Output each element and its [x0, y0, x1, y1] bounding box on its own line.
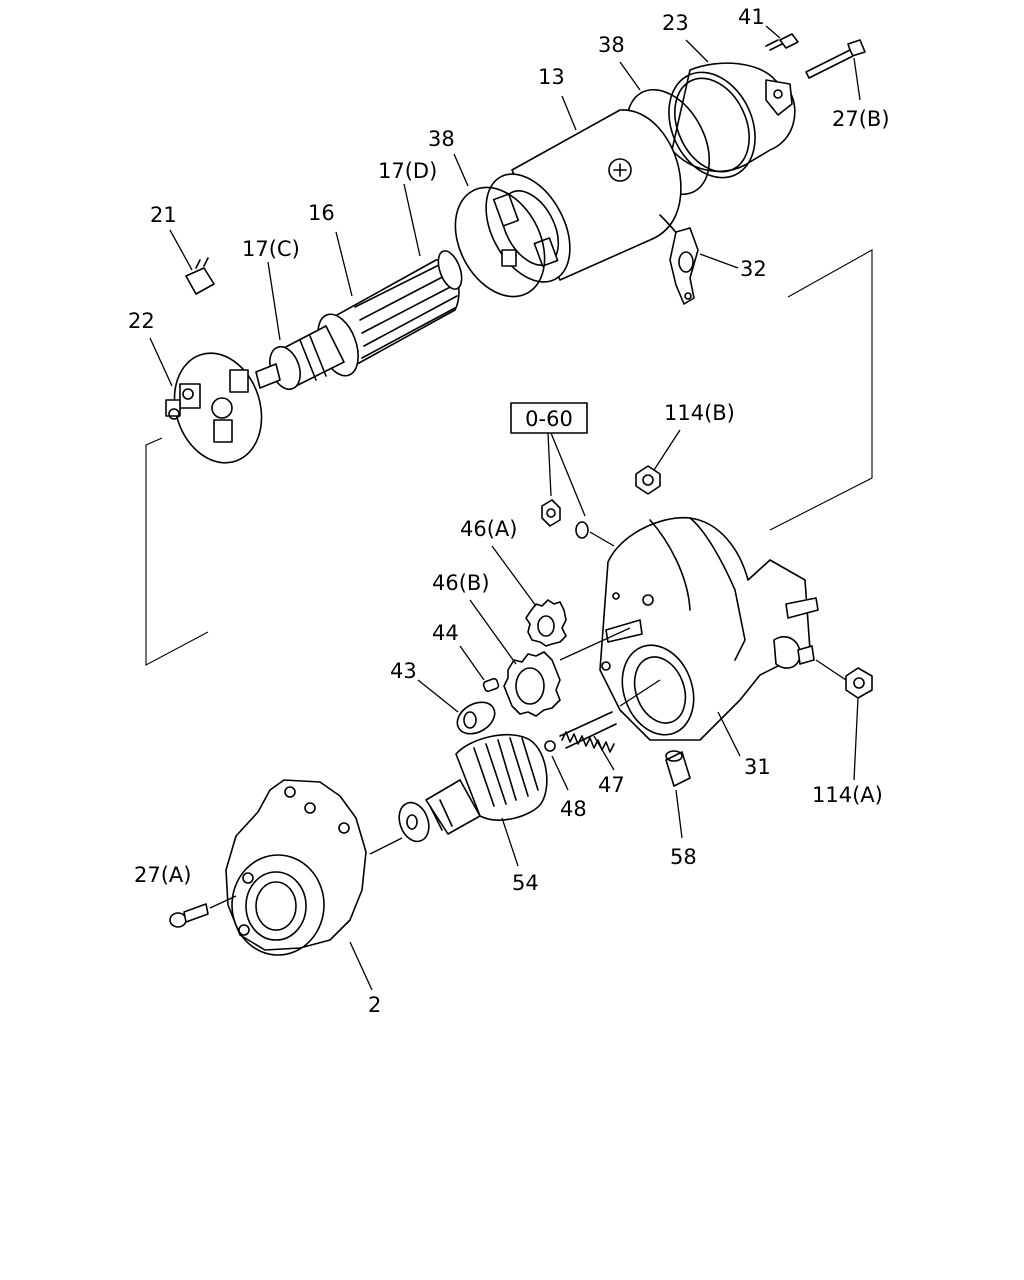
- nut-part-114a: [815, 659, 873, 699]
- label-part-27b: 27(B): [832, 107, 890, 131]
- armature-part-16: [255, 250, 463, 391]
- through-bolt-part-27b: [805, 39, 866, 79]
- dowel-part-58: [665, 750, 691, 787]
- connector-bracket-right: [769, 249, 873, 531]
- lead-terminal-part-32: [669, 227, 699, 305]
- label-part-48: 48: [560, 797, 587, 821]
- reference-box: 0-60: [510, 402, 588, 517]
- label-part-22: 22: [128, 309, 155, 333]
- label-part-46b: 46(B): [432, 571, 490, 595]
- bolt-part-41: [765, 33, 799, 51]
- label-part-58: 58: [670, 845, 697, 869]
- leader-lines: [149, 25, 861, 991]
- label-part-46a: 46(A): [460, 517, 517, 541]
- end-cover-part-23: [668, 62, 796, 179]
- label-part-31: 31: [744, 755, 771, 779]
- label-part-32: 32: [740, 257, 767, 281]
- label-part-41: 41: [738, 5, 765, 29]
- collar-part-43: [456, 701, 496, 735]
- bolt-part-27a: [169, 895, 237, 928]
- label-part-23: 23: [662, 11, 689, 35]
- connector-bracket-left: [145, 437, 209, 666]
- washer-under-reference: [575, 521, 615, 547]
- front-housing-part-2: [225, 779, 403, 956]
- label-part-21: 21: [150, 203, 177, 227]
- label-part-16: 16: [308, 201, 335, 225]
- label-part-38-upper: 38: [598, 33, 625, 57]
- gear-part-46b: [503, 627, 631, 717]
- nut-part-114b: [635, 465, 661, 495]
- o-ring-part-38-lower: [454, 186, 546, 298]
- label-part-27a: 27(A): [134, 863, 191, 887]
- label-part-13: 13: [538, 65, 565, 89]
- gear-part-46a: [525, 599, 567, 647]
- yoke-part-13: [485, 109, 683, 283]
- brush-part-21: [185, 257, 215, 295]
- reference-box-label: 0-60: [525, 407, 573, 431]
- label-part-17c: 17(C): [242, 237, 300, 261]
- housing-part-31: [599, 516, 819, 741]
- label-part-43: 43: [390, 659, 417, 683]
- nut-under-reference: [541, 499, 561, 527]
- brush-holder-part-22: [165, 352, 263, 464]
- label-part-47: 47: [598, 773, 625, 797]
- part-labels: 2 13 16 17(C) 17(D) 21 22 23 27(A) 27(B)…: [128, 5, 890, 1017]
- label-part-38-lower: 38: [428, 127, 455, 151]
- label-part-54: 54: [512, 871, 539, 895]
- pin-part-44: [482, 677, 500, 693]
- label-part-17d: 17(D): [378, 159, 437, 183]
- label-part-2: 2: [368, 993, 381, 1017]
- label-part-114a: 114(A): [812, 783, 883, 807]
- spring-part-47: [559, 679, 661, 753]
- pinion-clutch-part-54: [398, 733, 548, 843]
- label-part-44: 44: [432, 621, 459, 645]
- label-part-114b: 114(B): [664, 401, 735, 425]
- ball-part-48: [544, 740, 556, 752]
